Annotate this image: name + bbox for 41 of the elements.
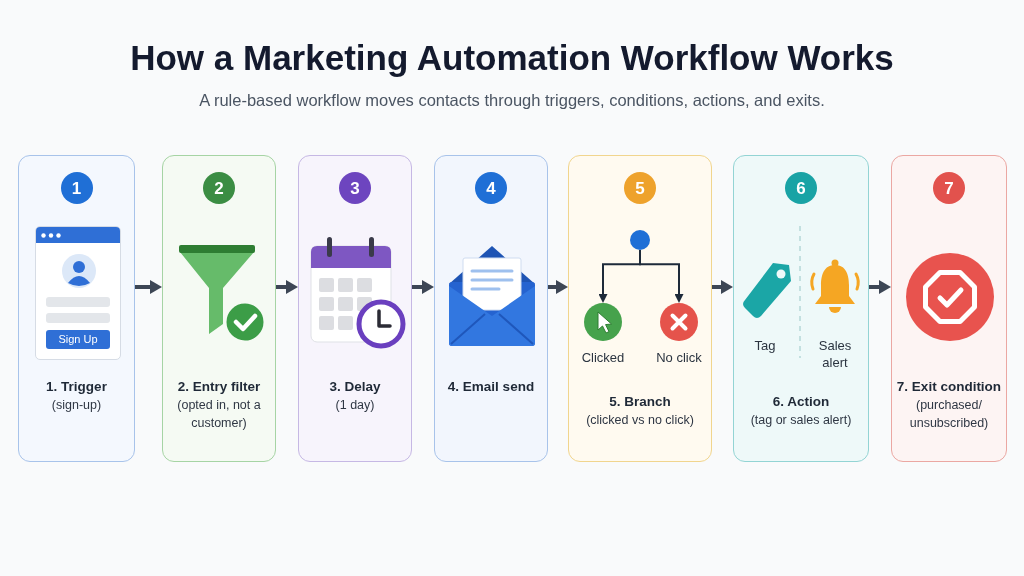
step-description: (1 day)	[335, 397, 375, 414]
flow-arrow	[412, 280, 434, 294]
branch-label: Clicked	[581, 349, 625, 366]
step-description: (tag or sales alert)	[750, 412, 852, 429]
step-number-badge: 3	[339, 172, 371, 204]
step-card	[162, 155, 276, 462]
step-description: (opted in, not a customer)	[176, 397, 262, 432]
icon-caption: Tag	[753, 337, 777, 354]
step-title: 4. Email send	[447, 378, 535, 396]
signup-button: Sign Up	[46, 330, 110, 349]
branch-label: No click	[656, 349, 702, 366]
step-number-badge: 6	[785, 172, 817, 204]
step-number-badge: 4	[475, 172, 507, 204]
title: How a Marketing Automation Workflow Works	[129, 37, 895, 79]
step-title: 7. Exit condition	[896, 378, 1002, 396]
flow-arrow	[276, 280, 298, 294]
step-number-badge: 5	[624, 172, 656, 204]
step-card	[298, 155, 412, 462]
step-card	[434, 155, 548, 462]
step-description: (clicked vs no click)	[586, 412, 694, 429]
flow-arrow	[869, 280, 891, 294]
flow-arrow	[135, 280, 162, 294]
step-title: 5. Branch	[609, 393, 671, 411]
step-number-badge: 1	[60, 172, 93, 204]
step-card	[733, 155, 869, 462]
icon-caption: Sales alert	[817, 337, 853, 371]
step-card	[568, 155, 712, 462]
step-title: 1. Trigger	[46, 378, 107, 396]
flow-arrow	[548, 280, 568, 294]
step-number-badge: 2	[203, 172, 235, 204]
step-description: (sign-up)	[51, 397, 102, 414]
step-card	[891, 155, 1007, 462]
flow-arrow	[712, 280, 733, 294]
subtitle: A rule-based workflow moves contacts through triggers, conditions, actions, and exits.	[198, 90, 826, 111]
step-title: 3. Delay	[329, 378, 381, 396]
step-title: 6. Action	[772, 393, 830, 411]
step-number-badge: 7	[933, 172, 965, 204]
step-title: 2. Entry filter	[177, 378, 261, 396]
step-description: (purchased/ unsubscribed)	[908, 397, 990, 432]
step-card	[18, 155, 135, 462]
branch-arrow	[639, 249, 684, 303]
